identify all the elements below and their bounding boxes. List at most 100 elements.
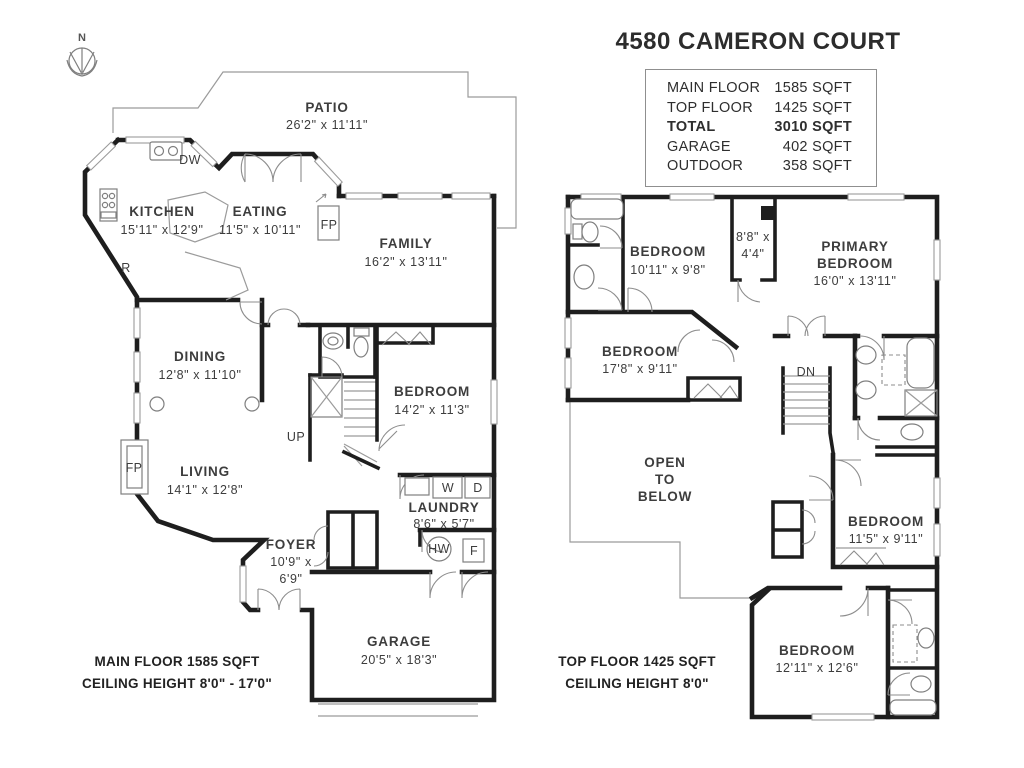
- wc-toilet: [900, 423, 924, 441]
- main-floor-labels: PATIO 26'2" x 11'11" KITCHEN 15'11" x 12…: [121, 100, 483, 667]
- table-row-total: TOTAL 3010 SQFT: [667, 118, 852, 138]
- compass-north-label: N: [78, 32, 86, 44]
- bathtub: [889, 699, 937, 716]
- washer-label: W: [442, 481, 454, 495]
- main-floor-footer: MAIN FLOOR 1585 SQFT CEILING HEIGHT 8'0"…: [52, 651, 302, 694]
- main-floor-doors: [239, 153, 489, 611]
- room-label-bedroom3: BEDROOM: [602, 344, 678, 359]
- main-floor-interior-walls: [134, 297, 497, 575]
- room-dims-garage: 20'5" x 18'3": [361, 653, 437, 667]
- room-dims-bedroom5: 12'11" x 12'6": [776, 661, 859, 675]
- room-label-primary-1: PRIMARY: [821, 239, 888, 254]
- room-dims-chase-2: 4'4": [741, 247, 764, 261]
- top-floor-doors: [597, 225, 913, 696]
- living-fireplace-box: [120, 439, 149, 495]
- vanity-counter: [892, 624, 918, 663]
- room-dims-bedroom4: 11'5" x 9'11": [849, 532, 924, 546]
- column: [149, 396, 165, 412]
- room-label-open-2: TO: [655, 472, 675, 487]
- room-dims-laundry: 8'6" x 5'7": [413, 517, 474, 531]
- top-floor-interior-walls: [565, 195, 940, 720]
- range-label: R: [121, 261, 130, 275]
- room-label-open-1: OPEN: [644, 455, 685, 470]
- bathroom-sink: [917, 627, 935, 649]
- room-label-dining: DINING: [174, 349, 226, 364]
- area-summary-table: MAIN FLOOR 1585 SQFT TOP FLOOR 1425 SQFT…: [645, 69, 877, 187]
- ensuite-sink: [855, 380, 877, 400]
- room-label-garage: GARAGE: [367, 634, 431, 649]
- main-floor-windows: [85, 136, 498, 603]
- room-dims-bedroom: 14'2" x 11'3": [394, 403, 469, 417]
- top-floor-open-to-below-outline: [569, 400, 752, 599]
- furnace-box: [462, 538, 485, 563]
- room-dims-foyer-2: 6'9": [279, 572, 302, 586]
- dryer-label: D: [473, 481, 482, 495]
- kitchen-island: [167, 191, 229, 243]
- room-dims-eating: 11'5" x 10'11": [219, 223, 301, 237]
- fireplace-living-label: FP: [126, 461, 143, 475]
- table-row-main-floor: MAIN FLOOR 1585 SQFT: [667, 79, 852, 99]
- ensuite-tub: [906, 337, 935, 389]
- top-floor-footer-line2: CEILING HEIGHT 8'0": [565, 675, 709, 691]
- north-compass-icon: N: [66, 32, 98, 77]
- main-floor-footer-line2: CEILING HEIGHT 8'0" - 17'0": [81, 675, 273, 691]
- main-floor-fixtures: [99, 141, 491, 717]
- column: [244, 396, 260, 412]
- row-value: 3010 SQFT: [774, 119, 852, 135]
- laundry-sink: [404, 477, 430, 496]
- kitchen-counter: [184, 251, 249, 301]
- row-label: MAIN FLOOR: [667, 80, 761, 96]
- room-dims-kitchen: 15'11" x 12'9": [121, 223, 204, 237]
- dryer-box: [464, 476, 491, 499]
- room-dims-primary: 16'0" x 13'11": [814, 274, 897, 288]
- powder-toilet-tank: [353, 327, 370, 337]
- furnace-label: F: [470, 544, 478, 558]
- room-dims-bedroom3: 17'8" x 9'11": [602, 362, 677, 376]
- ensuite-shower: [904, 389, 938, 417]
- ensuite-sink: [855, 345, 877, 365]
- room-label-laundry: LAUNDRY: [408, 500, 479, 515]
- fireplace-family-label: FP: [321, 218, 338, 232]
- toilet-tank: [572, 223, 583, 240]
- room-dims-living: 14'1" x 12'8": [167, 483, 243, 497]
- garage-door: [318, 703, 478, 717]
- row-label: GARAGE: [667, 138, 731, 155]
- room-label-bedroom2: BEDROOM: [630, 244, 706, 259]
- room-label-patio: PATIO: [305, 100, 348, 115]
- toilet: [581, 221, 599, 243]
- row-label: TOP FLOOR: [667, 99, 753, 116]
- room-dims-dining: 12'8" x 11'10": [159, 368, 242, 382]
- top-floor-fixtures: [570, 198, 938, 716]
- stairs-dn-label: DN: [797, 365, 816, 379]
- room-dims-bedroom2: 10'11" x 9'8": [630, 263, 705, 277]
- table-row-garage: GARAGE 402 SQFT: [667, 138, 852, 158]
- row-label: OUTDOOR: [667, 158, 744, 174]
- row-value: 402 SQFT: [782, 138, 852, 155]
- table-row-top-floor: TOP FLOOR 1425 SQFT: [667, 99, 852, 119]
- bathroom-sink: [573, 264, 595, 290]
- row-value: 1425 SQFT: [774, 99, 852, 116]
- room-label-family: FAMILY: [379, 236, 432, 251]
- room-dims-family: 16'2" x 13'11": [365, 255, 448, 269]
- top-floor-labels: BEDROOM 10'11" x 9'8" 8'8" x 4'4" PRIMAR…: [602, 230, 924, 675]
- room-label-living: LIVING: [180, 464, 230, 479]
- family-fireplace-box: [317, 205, 340, 241]
- ensuite-counter: [881, 354, 906, 386]
- washer-box: [432, 476, 463, 499]
- room-dims-patio: 26'2" x 11'11": [286, 118, 368, 132]
- room-label-open-3: BELOW: [638, 489, 692, 504]
- room-label-eating: EATING: [233, 204, 288, 219]
- room-dims-foyer-1: 10'9" x: [270, 555, 312, 569]
- page-title: 4580 CAMERON COURT: [615, 28, 901, 55]
- room-label-kitchen: KITCHEN: [129, 204, 195, 219]
- hot-water-label: HW: [428, 542, 450, 556]
- main-floor-patio-outline: [112, 71, 517, 229]
- room-label-bedroom: BEDROOM: [394, 384, 470, 399]
- room-dims-chase-1: 8'8" x: [736, 230, 770, 244]
- room-label-foyer: FOYER: [266, 537, 317, 552]
- stairs-up-label: UP: [287, 430, 305, 444]
- room-label-primary-2: BEDROOM: [817, 256, 893, 271]
- room-label-bedroom5: BEDROOM: [779, 643, 855, 658]
- hot-water-tank: [426, 536, 452, 562]
